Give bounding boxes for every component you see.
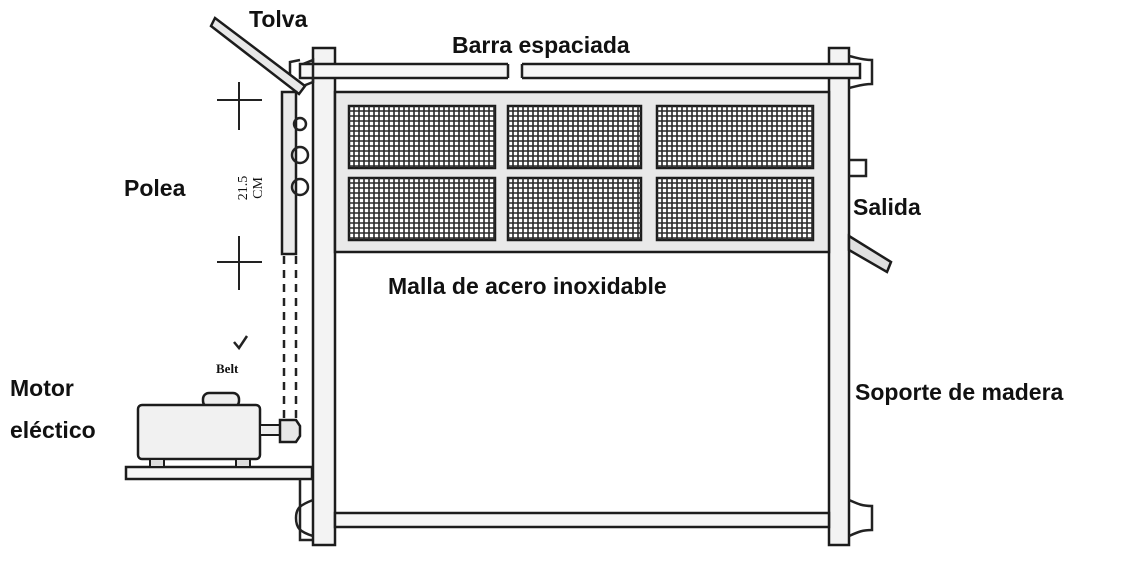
- mesh-panels: [347, 104, 815, 242]
- dimension-marker: 21.5 CM: [217, 82, 266, 290]
- pulley: [280, 90, 310, 256]
- mesh-panel: [506, 176, 643, 242]
- mesh-panel: [506, 104, 643, 170]
- right-post: [827, 46, 851, 547]
- label-tolva: Tolva: [249, 6, 308, 32]
- hopper: [209, 16, 315, 96]
- label-salida: Salida: [853, 194, 921, 220]
- sieve-frame: [333, 90, 831, 254]
- label-barra-espaciada: Barra espaciada: [452, 32, 630, 58]
- belt: [282, 256, 298, 420]
- mesh-panel: [655, 104, 815, 170]
- electric-motor: [136, 391, 302, 468]
- mesh-panel: [347, 176, 497, 242]
- label-belt: Belt: [216, 361, 239, 376]
- left-post: [311, 46, 337, 547]
- mesh-panel: [347, 104, 497, 170]
- spaced-bar: [288, 54, 874, 90]
- mesh-panel: [655, 176, 815, 242]
- belt-check-mark: [233, 335, 249, 351]
- bottom-bar: [294, 498, 874, 538]
- label-motor-line1: Motor: [10, 375, 74, 401]
- label-motor-line2: eléctico: [10, 417, 96, 443]
- label-polea: Polea: [124, 175, 186, 201]
- dimension-value: 21.5: [236, 176, 251, 201]
- label-malla: Malla de acero inoxidable: [388, 273, 667, 299]
- outlet-chute: [847, 158, 893, 274]
- dimension-unit: CM: [251, 177, 266, 199]
- label-soporte: Soporte de madera: [855, 379, 1064, 405]
